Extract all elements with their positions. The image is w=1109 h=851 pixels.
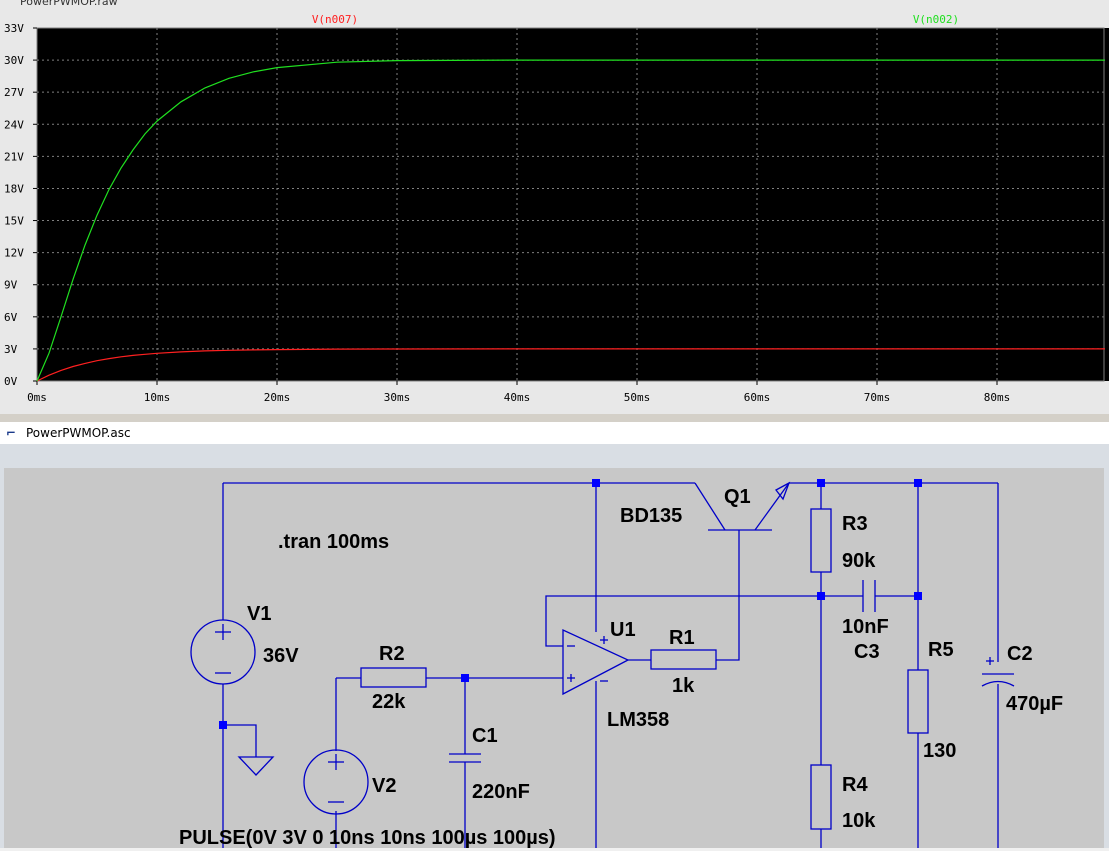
legend-vn007[interactable]: V(n007) xyxy=(312,13,358,26)
y-tick-label: 9V xyxy=(4,279,18,292)
y-axis-ticks: 0V 3V 6V 9V 12V 15V 18V 21V 24V 27V 30V 33V xyxy=(4,22,37,388)
schematic-icon: ⌐ xyxy=(6,426,17,440)
resistor-r2[interactable] xyxy=(360,667,427,688)
x-tick-label: 30ms xyxy=(384,391,411,404)
v2-name: V2 xyxy=(372,775,396,797)
schematic-window-titlebar: ⌐ PowerPWMOP.asc xyxy=(0,422,1109,445)
y-tick-label: 24V xyxy=(4,118,24,131)
q1-name: Q1 xyxy=(724,486,751,508)
resistor-r4[interactable] xyxy=(810,764,832,830)
v1-value: 36V xyxy=(263,645,299,667)
x-tick-label: 50ms xyxy=(624,391,651,404)
r4-value: 10k xyxy=(842,810,876,832)
r2-name: R2 xyxy=(379,643,405,665)
y-tick-label: 33V xyxy=(4,22,24,35)
x-tick-label: 80ms xyxy=(984,391,1011,404)
v1-name: V1 xyxy=(247,603,271,625)
y-tick-label: 18V xyxy=(4,182,24,195)
capacitor-c2[interactable] xyxy=(981,657,1015,687)
r3-name: R3 xyxy=(842,513,868,535)
schematic-window: ⌐ PowerPWMOP.asc xyxy=(0,422,1109,851)
c1-name: C1 xyxy=(472,725,498,747)
plot-background xyxy=(0,10,1109,410)
c2-name: C2 xyxy=(1007,643,1033,665)
capacitor-c1[interactable] xyxy=(449,753,481,763)
waveform-window: PowerPWMOP.raw 0V 3V 6V 9V 12V 15V 18V 21V 24V 27… xyxy=(0,0,1109,414)
x-tick-label: 10ms xyxy=(144,391,171,404)
x-tick-label: 20ms xyxy=(264,391,291,404)
capacitor-c3[interactable] xyxy=(862,580,876,612)
trace-vn007[interactable] xyxy=(36,348,1105,382)
r1-name: R1 xyxy=(669,627,695,649)
r3-value: 90k xyxy=(842,550,876,572)
c1-value: 220nF xyxy=(472,781,530,803)
y-tick-label: 30V xyxy=(4,54,24,67)
plot-traces xyxy=(36,59,1105,382)
y-tick-label: 15V xyxy=(4,215,24,228)
schematic-window-title: PowerPWMOP.asc xyxy=(26,426,131,440)
status-strip xyxy=(0,848,1109,851)
c3-name: C3 xyxy=(854,641,880,663)
x-tick-label: 60ms xyxy=(744,391,771,404)
r5-name: R5 xyxy=(928,639,954,661)
waveform-window-title: PowerPWMOP.raw xyxy=(0,0,1109,8)
schematic-sheet xyxy=(4,468,1104,851)
y-tick-label: 0V xyxy=(4,375,18,388)
tran-directive[interactable]: .tran 100ms xyxy=(278,531,389,553)
plot-grid xyxy=(0,10,1109,410)
transistor-q1[interactable] xyxy=(694,481,791,531)
q1-value: BD135 xyxy=(620,505,682,527)
r5-value: 130 xyxy=(923,740,956,762)
v2-value: PULSE(0V 3V 0 10ns 10ns 100µs 100µs) xyxy=(179,827,556,849)
resistor-r5[interactable] xyxy=(907,669,929,734)
x-tick-label: 0ms xyxy=(27,391,47,404)
u1-name: U1 xyxy=(610,619,636,641)
u1-value: LM358 xyxy=(607,709,669,731)
waveform-plot[interactable]: 0V 3V 6V 9V 12V 15V 18V 21V 24V 27V 30V 33V 0ms 10ms… xyxy=(0,10,1109,410)
x-tick-label: 70ms xyxy=(864,391,891,404)
source-v1[interactable] xyxy=(190,619,256,685)
y-tick-label: 12V xyxy=(4,247,24,260)
y-axis-area xyxy=(0,10,37,410)
schematic-canvas[interactable]: V1 36V V2 PULSE(0V 3V 0 10ns 10ns 100µs … xyxy=(0,444,1109,851)
resistor-r3[interactable] xyxy=(810,508,832,573)
r4-name: R4 xyxy=(842,774,868,796)
y-tick-label: 27V xyxy=(4,86,24,99)
y-tick-label: 3V xyxy=(4,343,18,356)
legend-area xyxy=(0,10,1109,28)
resistor-r1[interactable] xyxy=(650,649,717,670)
c3-value: 10nF xyxy=(842,616,889,638)
legend-vn002[interactable]: V(n002) xyxy=(913,13,959,26)
x-axis-area xyxy=(0,381,1109,410)
x-axis-ticks: 0ms10ms20ms30ms40ms50ms60ms70ms80ms9 xyxy=(27,381,1011,404)
c2-value: 470µF xyxy=(1006,693,1063,715)
r1-value: 1k xyxy=(672,675,695,697)
r2-value: 22k xyxy=(372,691,406,713)
wires xyxy=(222,482,999,851)
opamp-u1[interactable] xyxy=(562,628,630,696)
trace-vn002[interactable] xyxy=(36,59,1105,382)
source-v2[interactable] xyxy=(303,749,369,815)
y-tick-label: 6V xyxy=(4,311,18,324)
y-tick-label: 21V xyxy=(4,150,24,163)
ground-symbol xyxy=(237,756,275,776)
x-tick-label: 40ms xyxy=(504,391,531,404)
